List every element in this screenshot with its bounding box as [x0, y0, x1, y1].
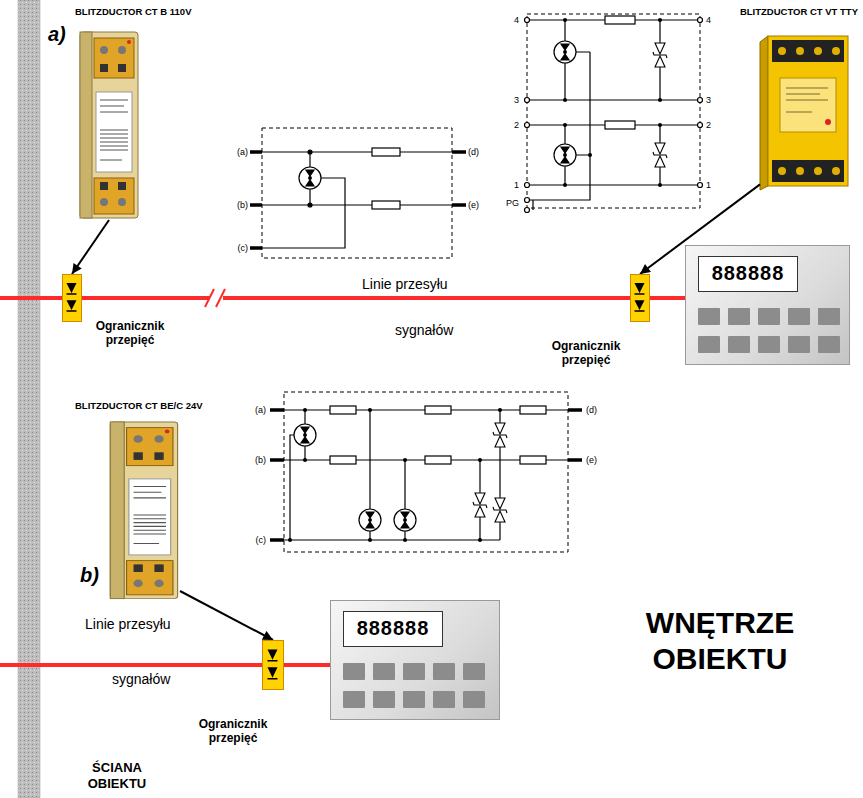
key-button	[343, 663, 365, 680]
surge-arrester: Ogranicznik przepięć	[262, 640, 284, 690]
pin-name: 2	[706, 120, 711, 130]
signal-line	[82, 296, 630, 300]
key-button	[758, 336, 780, 353]
arrester-symbol	[63, 275, 80, 320]
arrester-label: Ogranicznik przepięć	[188, 717, 278, 745]
module-photo	[110, 422, 177, 599]
display-screen: 888888	[343, 611, 443, 647]
key-button	[373, 691, 395, 708]
key-button	[788, 308, 810, 325]
key-button	[433, 663, 455, 680]
controller-device: 888888	[685, 245, 850, 365]
schematic-diagram	[270, 392, 582, 552]
module-photo	[80, 32, 138, 218]
line-caption: sygnałów	[112, 671, 170, 688]
pin-name: (c)	[256, 535, 267, 545]
pin-name: 3	[514, 95, 519, 105]
product-name: BLITZDUCTOR CT B 110V	[75, 6, 225, 18]
signal-line	[284, 663, 330, 667]
pin-name: (a)	[255, 405, 266, 415]
product-photo: BLITZDUCTOR CT VT TTY	[728, 6, 858, 191]
pin-name: 1	[514, 180, 519, 190]
display-readout: 888888	[344, 612, 442, 645]
wall-band	[18, 0, 40, 798]
schematic-diagram	[250, 128, 466, 258]
key-button	[403, 663, 425, 680]
photo-frame	[78, 30, 140, 220]
arrester-label: Ogranicznik przepięć	[536, 339, 636, 367]
pin-name: 2	[514, 120, 519, 130]
pin-name: PG	[506, 198, 519, 208]
key-button	[818, 336, 840, 353]
signal-line	[0, 298, 262, 665]
pin-name: (b)	[255, 455, 266, 465]
pin-name: (a)	[237, 147, 248, 157]
product-name: BLITZDUCTOR CT BE/C 24V	[75, 400, 225, 412]
pin-name: (b)	[237, 200, 248, 210]
key-button	[788, 336, 810, 353]
key-button	[463, 663, 485, 680]
arrester-label: Ogranicznik przepięć	[85, 319, 175, 347]
key-button	[433, 691, 455, 708]
key-button	[373, 663, 395, 680]
key-button	[728, 308, 750, 325]
product-photo: BLITZDUCTOR CT B 110V	[75, 6, 225, 222]
pin-name: (c)	[238, 243, 249, 253]
key-button	[758, 308, 780, 325]
pin-name: 1	[706, 180, 711, 190]
arrester-symbol	[263, 641, 282, 688]
module-photo	[760, 36, 848, 190]
display-screen: 888888	[698, 256, 798, 292]
pointer-arrow	[180, 591, 273, 640]
line-caption: Linie przesyłu	[362, 276, 448, 293]
pin-name: 4	[706, 15, 711, 25]
key-button	[818, 308, 840, 325]
pin-name: (d)	[468, 147, 479, 157]
photo-frame	[108, 420, 180, 600]
surge-arrester: Ogranicznik przepięć	[630, 274, 650, 322]
key-button	[463, 691, 485, 708]
key-button	[698, 308, 720, 325]
area-title: WNĘTRZE OBIEKTU	[625, 605, 815, 677]
controller-device: 888888	[330, 600, 500, 720]
key-button	[698, 336, 720, 353]
panel-letter: b)	[80, 563, 99, 587]
arrester-symbol	[631, 275, 648, 320]
pin-name: 4	[514, 15, 519, 25]
signal-line	[650, 296, 685, 300]
key-button	[343, 691, 365, 708]
display-readout: 888888	[699, 257, 797, 290]
line-caption: Linie przesyłu	[85, 616, 171, 633]
pin-name: (e)	[468, 200, 479, 210]
schematic-diagram	[525, 14, 703, 213]
panel-letter: a)	[48, 22, 66, 46]
pin-name: 3	[706, 95, 711, 105]
wall-caption: ŚCIANA OBIEKTU	[72, 760, 162, 792]
pin-name: (d)	[586, 405, 597, 415]
pin-name: (e)	[586, 455, 597, 465]
key-button	[728, 336, 750, 353]
photo-frame	[760, 34, 850, 189]
pointer-arrow	[72, 220, 109, 274]
product-name: BLITZDUCTOR CT VT TTY	[728, 6, 858, 18]
surge-arrester: Ogranicznik przepięć	[62, 274, 82, 322]
line-caption: sygnałów	[395, 322, 453, 339]
key-button	[403, 691, 425, 708]
